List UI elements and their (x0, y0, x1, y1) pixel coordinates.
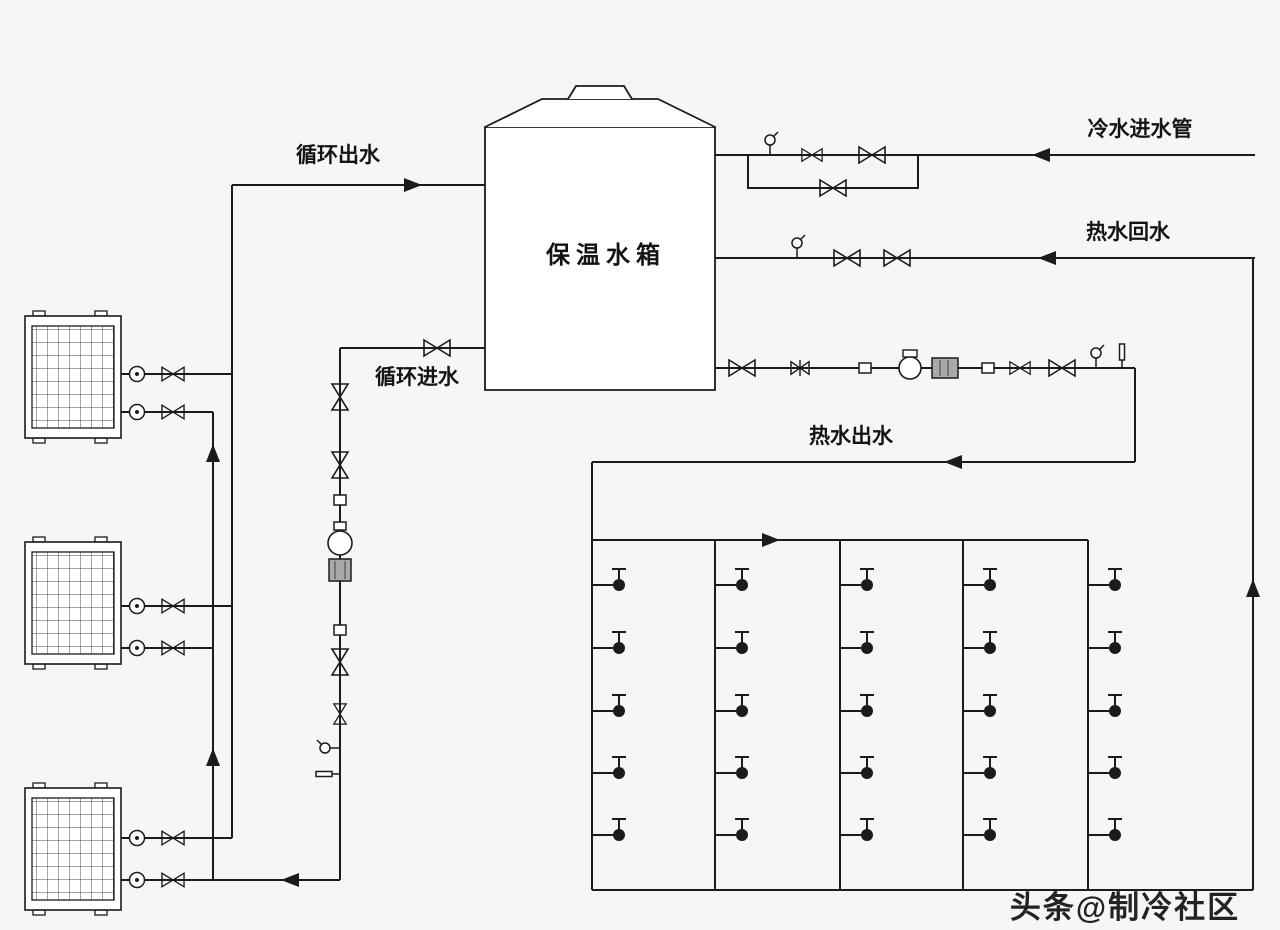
tap-icon (591, 818, 627, 842)
hot-water-return-line (791, 234, 1260, 597)
pressure-gauge-icon (316, 739, 341, 754)
tap-icon (839, 568, 875, 592)
flow-arrow-right-icon (762, 533, 780, 547)
flex-connector-icon (128, 403, 146, 421)
tap-icon (591, 568, 627, 592)
tap-icon (839, 694, 875, 718)
pump-cap-icon (333, 521, 347, 531)
pipe-network (121, 154, 1255, 891)
tap-icon (839, 631, 875, 655)
heat-pump-connection-fittings (128, 365, 185, 889)
flex-connector-icon (128, 829, 146, 847)
union-icon (981, 362, 995, 374)
tap-icon (714, 818, 750, 842)
tap-icon (1087, 568, 1123, 592)
hot-water-outlet-label: 热水出水 (809, 424, 894, 448)
tap-icon (962, 568, 998, 592)
union-icon (858, 362, 872, 374)
pump-motor-icon (328, 558, 352, 582)
circulation-in-pump-string (315, 339, 451, 778)
tap-icon (839, 756, 875, 780)
heat-pump-unit-1 (24, 310, 122, 444)
flex-connector-icon (128, 597, 146, 615)
tap-column-4 (962, 568, 998, 842)
cold-water-inlet-line (764, 131, 1050, 197)
tap-icon (591, 631, 627, 655)
pump-cap-icon (902, 349, 918, 358)
tap-icon (1087, 694, 1123, 718)
flow-arrow-left-icon (944, 455, 962, 469)
cold-water-inlet-label: 冷水进水管 (1088, 117, 1193, 141)
hot-water-outlet-line (728, 343, 1126, 469)
flow-arrow-up-icon (206, 748, 220, 766)
tank-label: 保温水箱 (545, 241, 666, 269)
tap-icon (962, 631, 998, 655)
tap-icon (962, 756, 998, 780)
flow-arrow-up-icon (1246, 579, 1260, 597)
tap-icon (1087, 631, 1123, 655)
flow-arrow-left-icon (1038, 251, 1056, 265)
tap-column-5 (1087, 568, 1123, 842)
circulation-in-label: 循环进水 (375, 365, 460, 389)
circulation-out-label: 循环出水 (296, 143, 381, 167)
flex-connector-icon (128, 639, 146, 657)
flow-arrow-left-icon (281, 873, 299, 887)
flex-connector-icon (128, 365, 146, 383)
tap-icon (1087, 756, 1123, 780)
watermark-text: 头条@制冷社区 (1010, 890, 1240, 925)
tap-icon (714, 568, 750, 592)
tap-icon (591, 756, 627, 780)
union-icon (333, 494, 347, 506)
heat-pump-unit-2 (24, 536, 122, 670)
tank-top-vent (567, 85, 633, 100)
tap-column-3 (839, 568, 875, 842)
tap-column-2 (714, 568, 750, 842)
flow-arrow-left-icon (1032, 148, 1050, 162)
flow-arrow-up-icon (206, 444, 220, 462)
tap-icon (1087, 818, 1123, 842)
tap-icon (714, 694, 750, 718)
tap-icon (714, 631, 750, 655)
tap-icon (962, 818, 998, 842)
booster-pump-icon (898, 356, 922, 380)
water-meter-icon (931, 357, 959, 379)
thermometer-icon (1118, 343, 1126, 369)
circulation-pump-icon (327, 530, 353, 556)
tap-icon (714, 756, 750, 780)
thermometer-icon (315, 770, 341, 778)
union-icon (333, 624, 347, 636)
pressure-gauge-icon (1090, 344, 1105, 369)
heat-pump-unit-3 (24, 782, 122, 916)
tap-icon (591, 694, 627, 718)
tap-icon (839, 818, 875, 842)
flex-connector-icon (128, 871, 146, 889)
pressure-gauge-icon (791, 234, 806, 259)
insulated-water-tank: 保温水箱 (484, 85, 716, 391)
tap-icon (962, 694, 998, 718)
hot-water-return-label: 热水回水 (1086, 220, 1171, 244)
tap-column-1 (591, 568, 627, 842)
pressure-gauge-icon (764, 131, 779, 156)
flow-arrow-right-icon (404, 178, 422, 192)
